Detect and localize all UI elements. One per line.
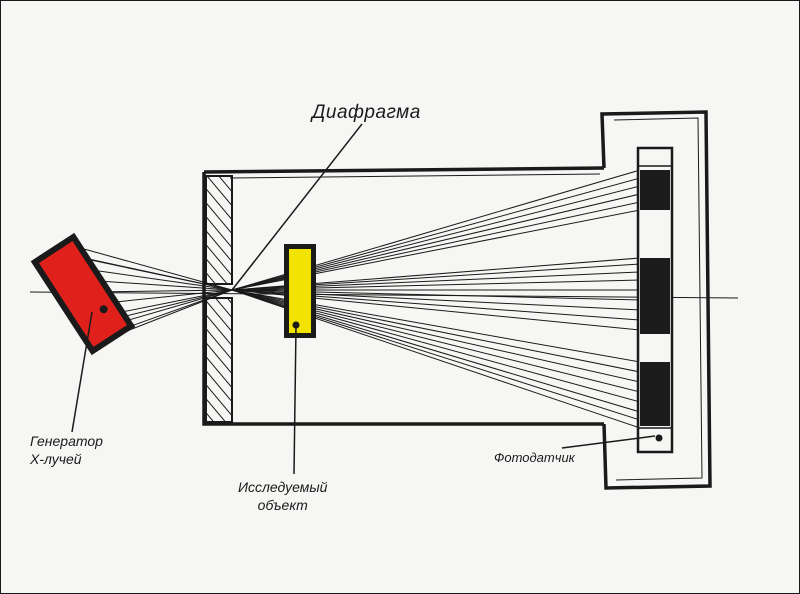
object-label-line1: Исследуемый [238,479,328,495]
diaphragm-label: Диафрагма [312,102,421,123]
study-object [289,249,311,333]
detector-strip [636,146,674,454]
diaphragm-plate-upper [205,175,233,285]
object-leader [293,325,297,475]
generator-leader [71,311,93,433]
generator-label-line2: X-лучей [30,451,82,467]
study-object-dot [292,321,300,329]
generator-label: Генератор X-лучей [30,432,103,468]
generator-label-line1: Генератор [30,433,103,449]
detector-housing [600,110,712,490]
diaphragm-leader [231,123,363,291]
diaphragm-plate-lower [205,297,233,423]
optical-axis [29,291,739,299]
photosensor-leader [561,435,656,449]
xray-generator [30,232,136,356]
object-label: Исследуемый объект [238,478,327,514]
photosensor-label: Фотодатчик [494,450,575,465]
object-label-line2: объект [257,497,308,513]
chamber-outline [202,166,605,426]
chamber-inner-top [229,173,601,179]
